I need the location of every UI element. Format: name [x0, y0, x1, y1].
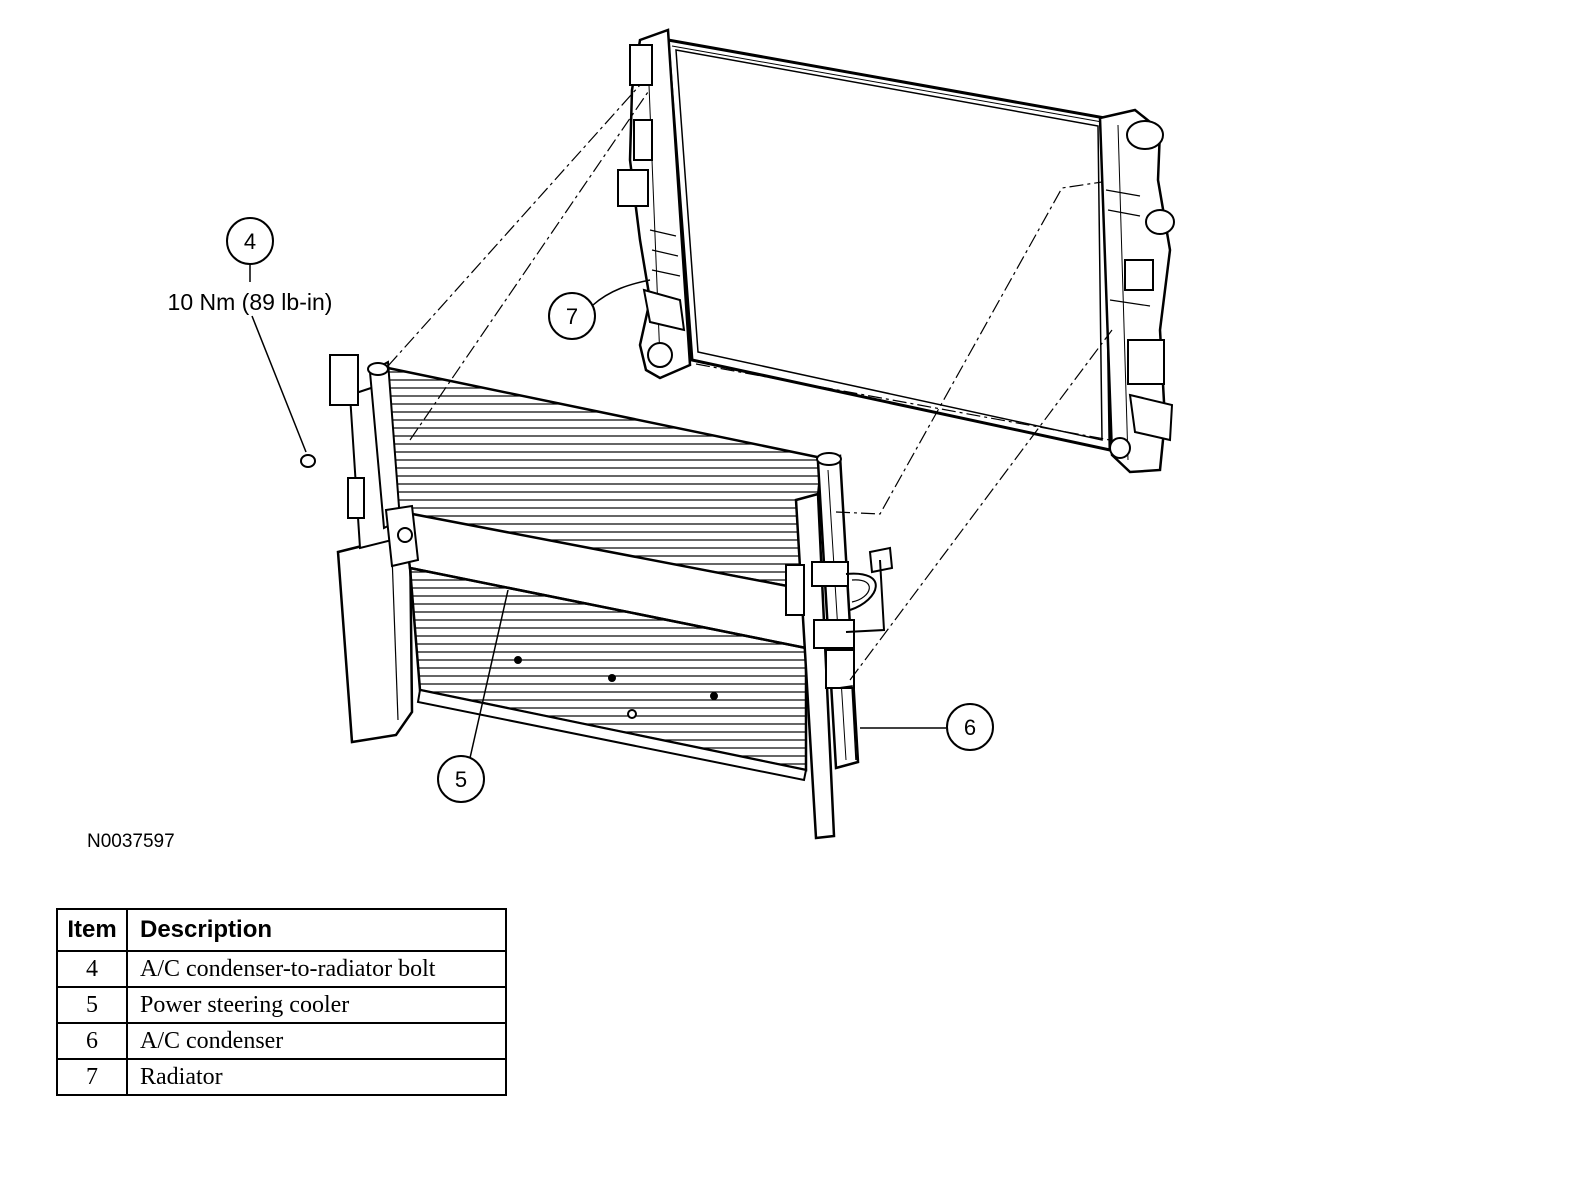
callout-6-label: 6: [964, 715, 976, 740]
callout-4: 4 10 Nm (89 lb-in): [168, 217, 333, 453]
row-item: 4: [56, 950, 128, 988]
condenser-drawing: [329, 354, 894, 840]
callout-4-torque: 10 Nm (89 lb-in): [168, 289, 333, 315]
callout-6: 6: [860, 703, 994, 751]
table-row: 7 Radiator: [56, 1058, 507, 1096]
radiator-drawing: [617, 28, 1175, 474]
callout-5: 5: [437, 589, 509, 803]
table-row: 4 A/C condenser-to-radiator bolt: [56, 950, 507, 988]
row-item: 6: [56, 1022, 128, 1060]
row-item: 7: [56, 1058, 128, 1096]
row-description: Power steering cooler: [126, 986, 507, 1024]
row-description: A/C condenser: [126, 1022, 507, 1060]
condenser-bolt-drawing: [300, 454, 316, 468]
row-item: 5: [56, 986, 128, 1024]
table-row: 5 Power steering cooler: [56, 986, 507, 1024]
row-description: A/C condenser-to-radiator bolt: [126, 950, 507, 988]
exploded-view-diagram: 4 10 Nm (89 lb-in) 5 6 7: [168, 28, 1175, 840]
table-row: 6 A/C condenser: [56, 1022, 507, 1060]
parts-legend-table: Item Description 4 A/C condenser-to-radi…: [56, 908, 507, 1096]
table-header-row: Item Description: [56, 908, 507, 952]
callout-7: 7: [548, 279, 651, 340]
header-item: Item: [56, 908, 128, 952]
callout-7-label: 7: [566, 304, 578, 329]
header-description: Description: [126, 908, 507, 952]
alignment-lines: [387, 84, 1113, 681]
figure-id: N0037597: [87, 831, 175, 852]
callout-4-label: 4: [244, 229, 256, 254]
row-description: Radiator: [126, 1058, 507, 1096]
callout-5-label: 5: [455, 767, 467, 792]
